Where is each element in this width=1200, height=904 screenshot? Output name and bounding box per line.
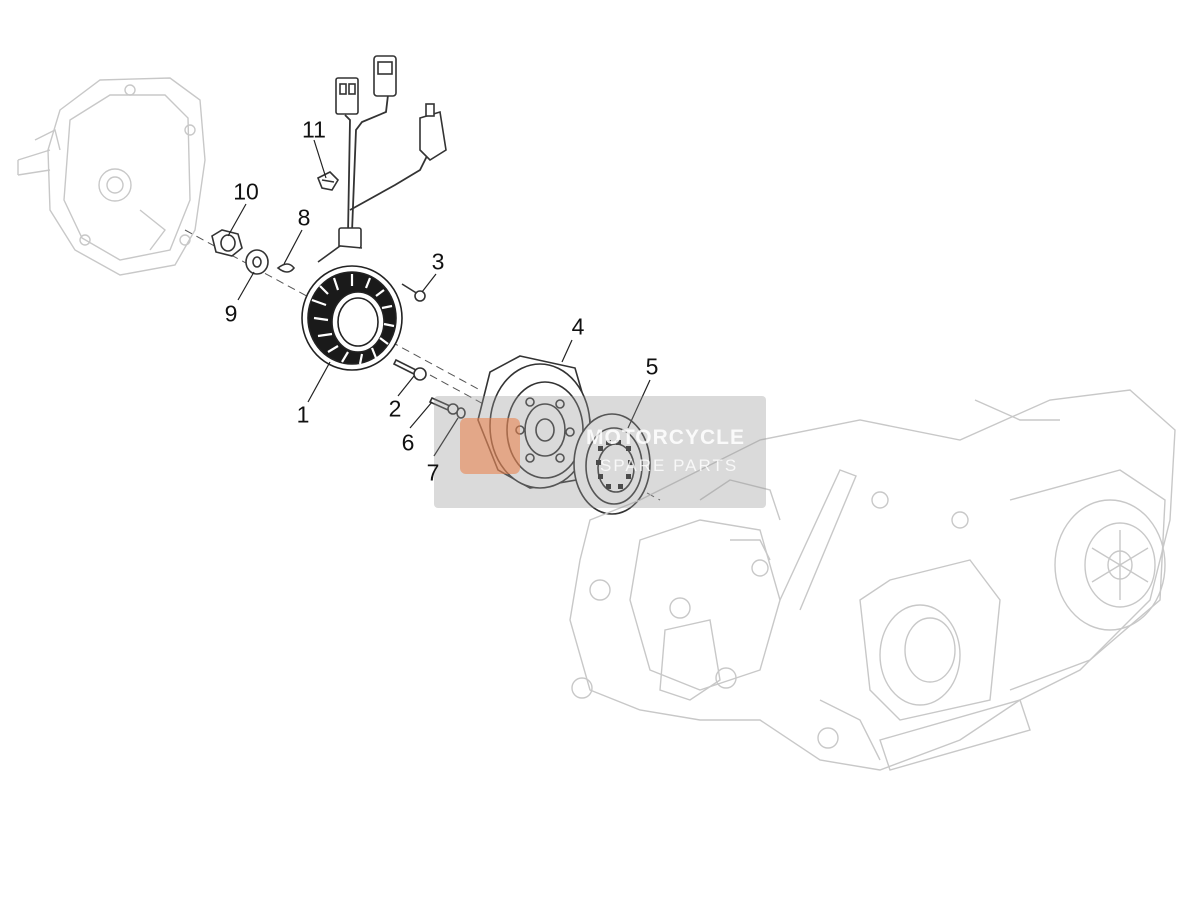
callout-3: 3 (431, 248, 445, 275)
callout-10: 10 (233, 178, 259, 205)
callout-9: 9 (224, 300, 238, 327)
callout-11: 11 (302, 116, 326, 143)
callout-4: 4 (571, 313, 585, 340)
cable-clip-part (316, 171, 340, 191)
stator-part (301, 55, 447, 371)
watermark: MOTORCYCLE SPARE PARTS (434, 396, 766, 508)
watermark-title: MOTORCYCLE (586, 426, 745, 449)
callout-5: 5 (645, 353, 659, 380)
callout-6: 6 (401, 429, 415, 456)
engine-assembly (569, 389, 1176, 771)
small-washer-part (456, 407, 466, 419)
callout-7: 7 (426, 459, 440, 486)
callout-1: 1 (296, 401, 310, 428)
callout-2: 2 (388, 395, 402, 422)
leader-lines (227, 139, 651, 457)
washer-part (245, 249, 269, 275)
watermark-logo (460, 418, 520, 474)
woodruff-key-part (276, 263, 296, 273)
screw-part (401, 283, 426, 302)
bolt-part (392, 358, 427, 381)
nut-part (211, 229, 243, 257)
callout-8: 8 (297, 204, 311, 231)
watermark-subtitle: SPARE PARTS (600, 456, 739, 475)
freewheel-part (573, 413, 651, 515)
crankcase-cover (17, 77, 206, 276)
